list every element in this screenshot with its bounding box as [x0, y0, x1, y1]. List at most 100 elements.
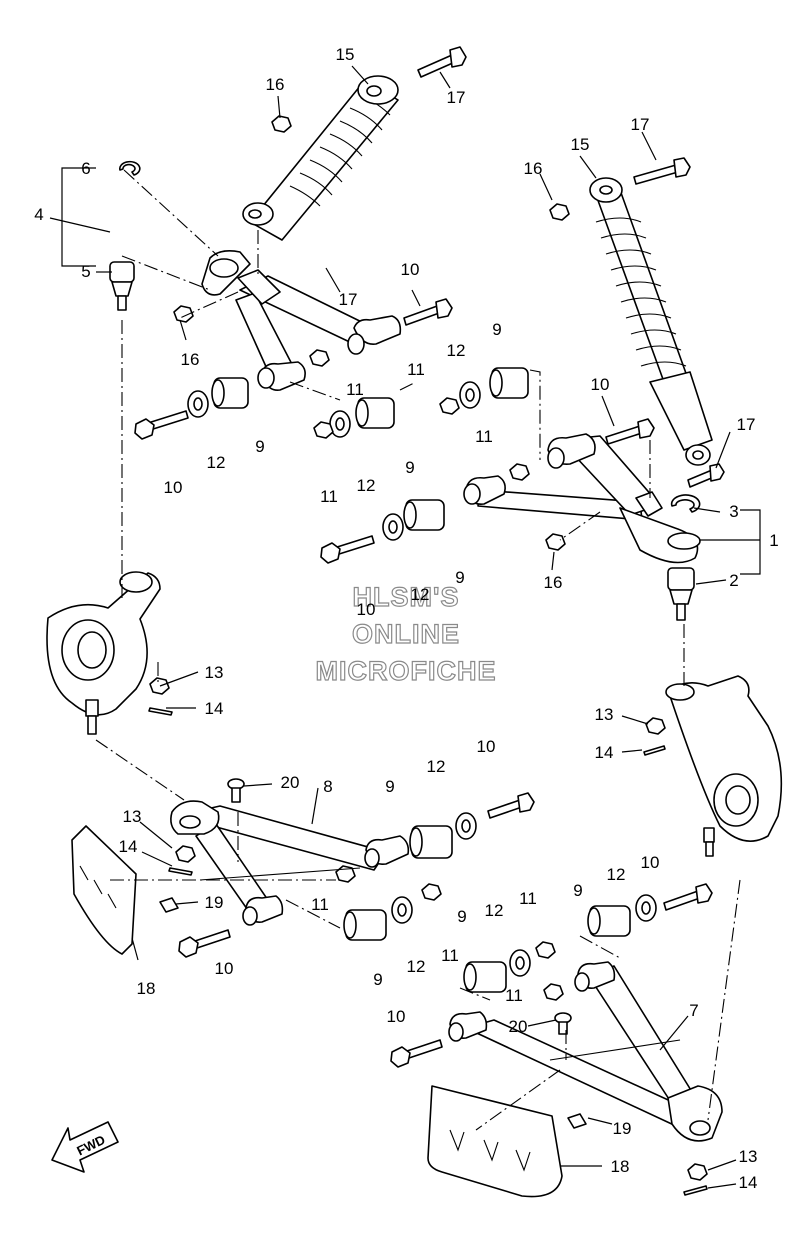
washer [187, 390, 209, 418]
right-shock-upper-nut [549, 203, 570, 221]
right-cotter-pin [643, 745, 666, 756]
callout-14: 14 [739, 1173, 758, 1192]
bolt [134, 410, 189, 440]
fwd-direction-arrow: FWD [51, 1121, 119, 1173]
callout-11: 11 [475, 427, 493, 446]
callout-16: 16 [181, 350, 200, 369]
callout-labels: 15 16 17 6 4 5 17 10 16 11 9 12 10 12 9 … [34, 45, 778, 1192]
left-guard-clip [159, 897, 179, 913]
bolts [134, 298, 713, 1068]
washer [635, 894, 657, 922]
washer [391, 896, 413, 924]
callout-17: 17 [737, 415, 756, 434]
bolt [663, 883, 713, 911]
bushing [355, 397, 395, 429]
washer [329, 410, 351, 438]
callout-12: 12 [447, 341, 466, 360]
bolt [403, 298, 453, 326]
bushing [403, 499, 445, 531]
bushing [489, 367, 529, 399]
left-circlip [119, 160, 141, 176]
callout-10: 10 [387, 1007, 406, 1026]
callout-10: 10 [164, 478, 183, 497]
right-guard-screw [554, 1012, 572, 1035]
callout-12: 12 [207, 453, 226, 472]
callout-16: 16 [524, 159, 543, 178]
callout-12: 12 [411, 585, 430, 604]
washer [455, 812, 477, 840]
callout-15: 15 [336, 45, 355, 64]
callout-19: 19 [205, 893, 224, 912]
callout-9: 9 [405, 458, 414, 477]
right-shock-absorber [589, 177, 713, 466]
bolt [390, 1039, 443, 1068]
left-steering-knuckle [46, 571, 161, 735]
callout-13: 13 [123, 807, 142, 826]
callout-20: 20 [509, 1017, 528, 1036]
callout-9: 9 [492, 320, 501, 339]
callout-12: 12 [607, 865, 626, 884]
callout-12: 12 [485, 901, 504, 920]
callout-10: 10 [477, 737, 496, 756]
right-steering-knuckle [665, 675, 783, 857]
right-guard-clip [567, 1113, 587, 1129]
left-ball-joint [109, 261, 135, 311]
right-ball-joint [667, 567, 695, 621]
callout-12: 12 [427, 757, 446, 776]
watermark: HLSM'S ONLINE MICROFICHE [315, 581, 497, 686]
callout-11: 11 [505, 986, 523, 1005]
callout-11: 11 [311, 895, 329, 914]
callout-5: 5 [81, 262, 90, 281]
washers [187, 381, 657, 977]
callout-14: 14 [205, 699, 224, 718]
left-knuckle-nut [149, 677, 170, 695]
callout-9: 9 [373, 970, 382, 989]
callout-3: 3 [729, 502, 738, 521]
left-guard-screw [227, 778, 245, 803]
callout-13: 13 [739, 1147, 758, 1166]
callout-16: 16 [544, 573, 563, 592]
callout-15: 15 [571, 135, 590, 154]
leader-lines [49, 65, 761, 1189]
left-shock-upper-bolt [417, 46, 467, 78]
right-circlip [670, 494, 701, 513]
bolt [605, 418, 655, 445]
callout-11: 11 [519, 889, 537, 908]
callout-11: 11 [346, 380, 364, 399]
callout-9: 9 [385, 777, 394, 796]
callout-1: 1 [769, 531, 778, 550]
left-upper-arm [201, 250, 402, 391]
callout-10: 10 [215, 959, 234, 978]
callout-13: 13 [595, 705, 614, 724]
bushing [343, 909, 387, 941]
callout-9: 9 [455, 568, 464, 587]
callout-11: 11 [407, 360, 425, 379]
callout-9: 9 [457, 907, 466, 926]
callout-10: 10 [591, 375, 610, 394]
left-arm-guard [71, 825, 137, 955]
right-lower-nut [687, 1163, 708, 1181]
callout-12: 12 [407, 957, 426, 976]
callout-14: 14 [595, 743, 614, 762]
watermark-line-1: HLSM'S [353, 582, 460, 612]
callout-20: 20 [281, 773, 300, 792]
callout-16: 16 [266, 75, 285, 94]
watermark-line-3: MICROFICHE [316, 656, 497, 686]
callout-18: 18 [611, 1157, 630, 1176]
bolt [320, 535, 375, 564]
right-upper-arm [463, 433, 701, 564]
callout-10: 10 [401, 260, 420, 279]
callout-11: 11 [441, 946, 459, 965]
callout-10: 10 [641, 853, 660, 872]
callout-14: 14 [119, 837, 138, 856]
callout-2: 2 [729, 571, 738, 590]
callout-4: 4 [34, 205, 43, 224]
callout-18: 18 [137, 979, 156, 998]
left-lower-arm [170, 800, 410, 926]
right-shock-lower-bolt [687, 463, 725, 488]
bushing [409, 825, 453, 859]
callout-9: 9 [255, 437, 264, 456]
bushing [463, 961, 507, 993]
callout-11: 11 [320, 487, 338, 506]
left-lower-nut [175, 845, 196, 863]
